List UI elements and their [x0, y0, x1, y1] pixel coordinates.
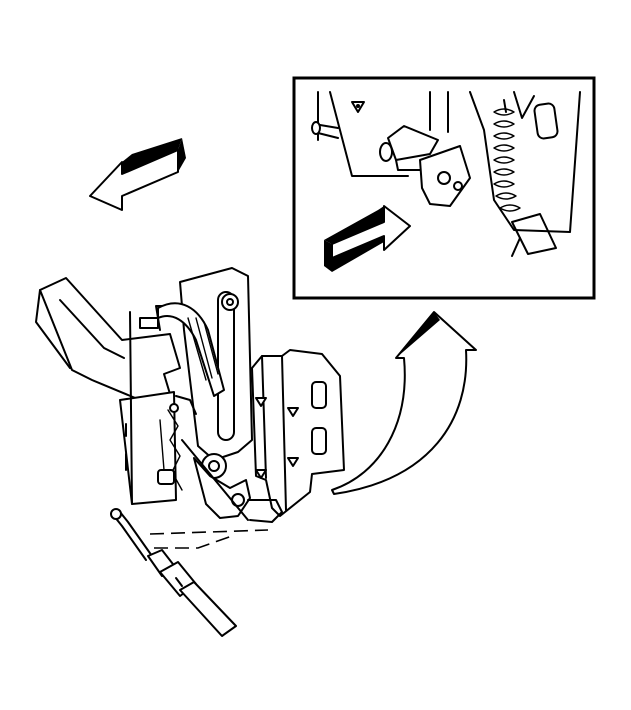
- callout-arrow: [331, 311, 477, 495]
- hood-latch-assembly: [35, 267, 345, 523]
- coil-spring: [493, 99, 521, 212]
- release-cable: [110, 508, 237, 637]
- direction-arrow-left: [89, 138, 186, 211]
- detail-inset: [292, 76, 596, 300]
- push-arrow-inset: [324, 205, 411, 272]
- cable-routing-guides: [149, 529, 269, 549]
